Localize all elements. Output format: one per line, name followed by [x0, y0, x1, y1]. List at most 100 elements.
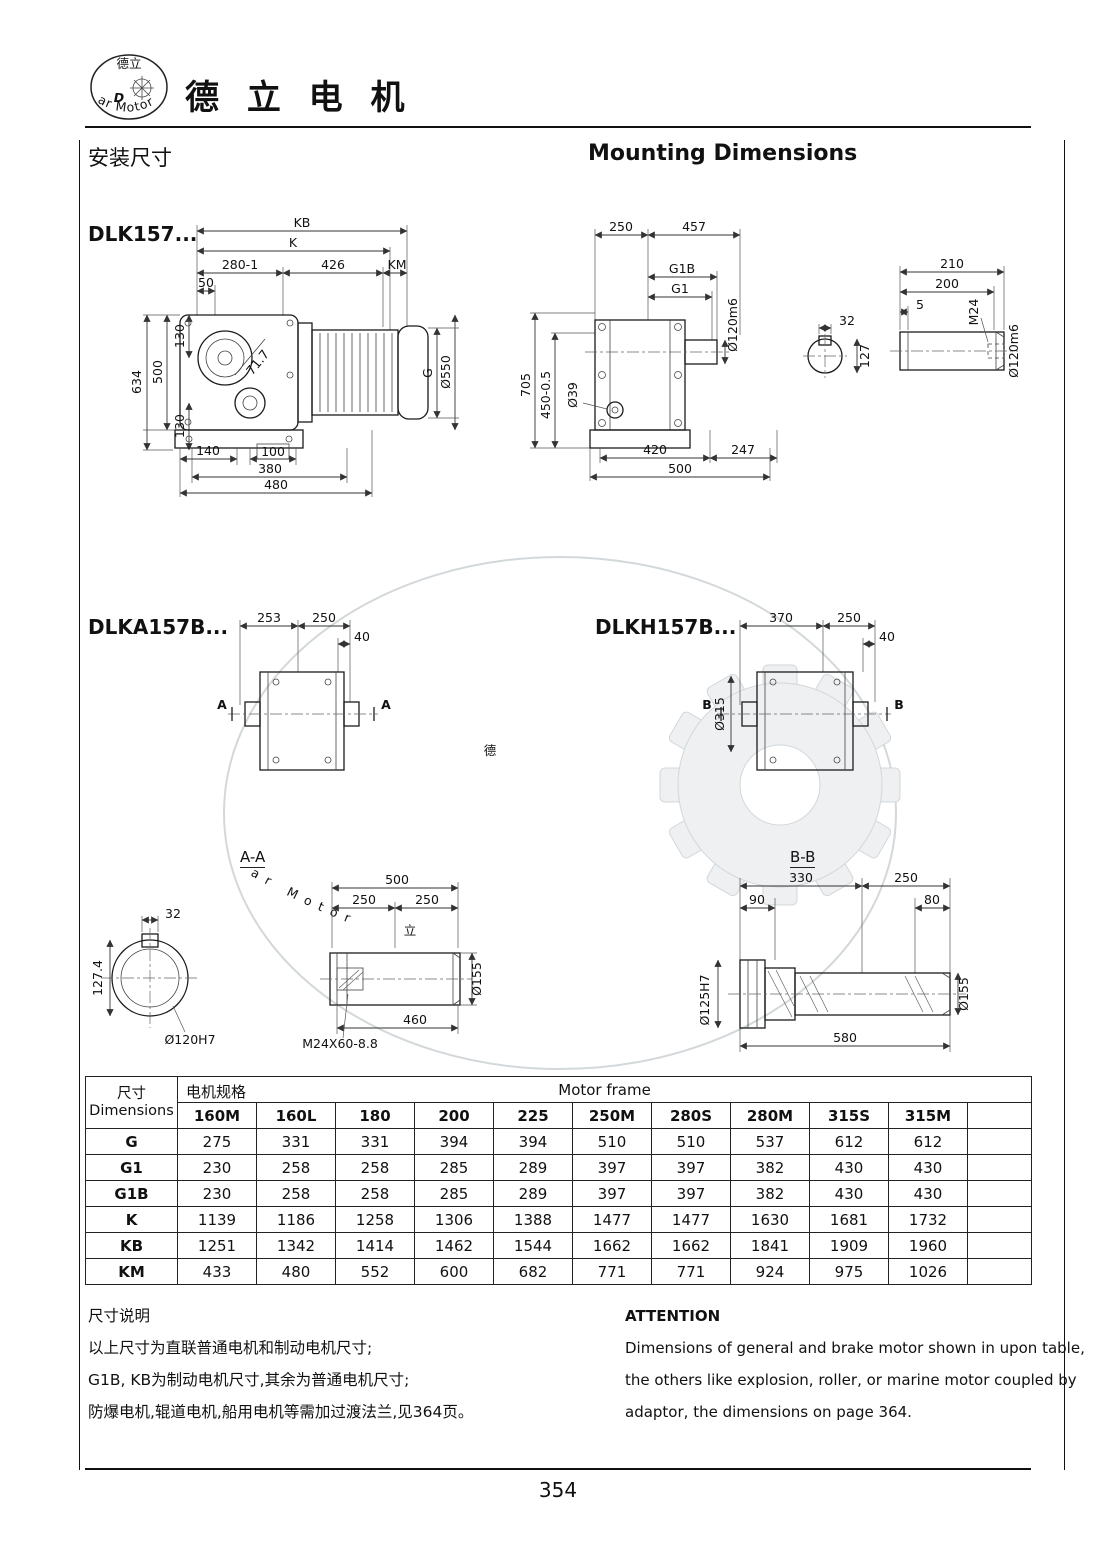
value-cell: 612 [809, 1128, 889, 1155]
value-cell: 430 [809, 1180, 889, 1207]
dlkh157b-drawing: 370 250 40 Ø315 B B [702, 610, 904, 771]
value-cell-empty [966, 1206, 1033, 1233]
value-cell: 612 [888, 1128, 968, 1155]
value-cell: 1186 [256, 1206, 336, 1233]
cut-plane-label: A [217, 697, 227, 712]
value-cell: 397 [651, 1180, 731, 1207]
notes-en-line: adaptor, the dimensions on page 364. [625, 1403, 912, 1421]
value-cell: 258 [335, 1180, 415, 1207]
value-cell: 510 [651, 1128, 731, 1155]
dim-label: 420 [643, 442, 667, 457]
row-label: KB [85, 1232, 178, 1259]
cut-plane-label: A [381, 697, 391, 712]
table-row: K 1139 1186 1258 1306 1388 1477 1477 163… [85, 1206, 1033, 1233]
motor-outline [297, 322, 429, 423]
notes-cn-line: G1B, KB为制动电机尺寸,其余为普通电机尺寸; [88, 1371, 410, 1389]
logo-gear-icon [130, 76, 154, 100]
right-dimensions: G Ø550 [420, 314, 459, 431]
row-label: G [85, 1128, 178, 1155]
housing-outline [585, 319, 730, 449]
value-cell: 275 [177, 1128, 257, 1155]
value-cell-empty [966, 1258, 1033, 1285]
gearbox-outline: 71.7 [174, 314, 304, 449]
value-cell: 230 [177, 1180, 257, 1207]
spec-header-en: Motor frame [558, 1080, 651, 1099]
top-dimensions: 250 457 G1B G1 [594, 219, 741, 301]
value-cell: 771 [572, 1258, 652, 1285]
value-cell: 394 [414, 1128, 494, 1155]
table-row: G1B 230 258 258 285 289 397 397 382 430 … [85, 1180, 1033, 1207]
watermark-char-1: 德 [484, 743, 497, 758]
dim-label: 71.7 [243, 347, 272, 378]
notes-en-line: Dimensions of general and brake motor sh… [625, 1339, 1085, 1357]
dim-label: 500 [150, 360, 165, 384]
shaft-outline [728, 959, 966, 1029]
dim-label: G [420, 368, 435, 378]
dim-label: 127 [857, 344, 872, 368]
value-cell: 682 [493, 1258, 573, 1285]
notes-cn-line: 以上尺寸为直联普通电机和制动电机尺寸; [88, 1339, 373, 1357]
value-cell: 975 [809, 1258, 889, 1285]
extension-lines [239, 620, 351, 705]
dim-label: 250 [894, 870, 918, 885]
dim-label: 705 [518, 373, 533, 397]
col-header: 280S [651, 1102, 731, 1129]
svg-defs [0, 0, 1, 1]
dim-label: 140 [196, 443, 220, 458]
value-cell: 394 [493, 1128, 573, 1155]
value-cell: 1477 [651, 1206, 731, 1233]
dim-label: Ø120m6 [1006, 324, 1021, 378]
dim-label: 40 [879, 629, 895, 644]
value-cell-empty [966, 1180, 1033, 1207]
section-aa-label: A-A [240, 848, 266, 868]
table-row: G1 230 258 258 285 289 397 397 382 430 4… [85, 1154, 1033, 1181]
dimension-table: 尺寸 Dimensions 电机规格 Motor frame 160M 160L… [85, 1076, 1033, 1285]
value-cell: 230 [177, 1154, 257, 1181]
value-cell: 1462 [414, 1232, 494, 1259]
col-header: 160L [256, 1102, 336, 1129]
dim-label: 247 [731, 442, 755, 457]
value-cell: 258 [335, 1154, 415, 1181]
dim-label: 200 [935, 276, 959, 291]
section-bb-label: B-B [790, 848, 816, 868]
value-cell: 331 [256, 1128, 336, 1155]
col-header: 180 [335, 1102, 415, 1129]
dim-label: Ø120m6 [725, 298, 740, 352]
notes-cn-title: 尺寸说明 [88, 1307, 151, 1325]
dim-label: Ø155 [469, 962, 484, 996]
cut-plane-label: B [702, 697, 712, 712]
dim-label: M24 [966, 299, 981, 326]
dlka157b-drawing: 253 250 40 A A [217, 610, 391, 771]
row-label: KM [85, 1258, 178, 1285]
table-row: G 275 331 331 394 394 510 510 537 612 61… [85, 1128, 1033, 1155]
value-cell: 1909 [809, 1232, 889, 1259]
value-cell: 1681 [809, 1206, 889, 1233]
dim-label: 500 [668, 461, 692, 476]
value-cell: 430 [809, 1154, 889, 1181]
dim-label: 500 [385, 872, 409, 887]
page-number: 354 [538, 1478, 578, 1502]
value-cell: 382 [730, 1180, 810, 1207]
value-cell: 1662 [572, 1232, 652, 1259]
section-bb-drawing: 330 250 90 80 Ø155 Ø125H7 580 [697, 870, 971, 1052]
col-header: 315S [809, 1102, 889, 1129]
dim-label: 460 [403, 1012, 427, 1027]
value-cell: 600 [414, 1258, 494, 1285]
motor-frame-header-cell: 电机规格 Motor frame [176, 1076, 1033, 1103]
dlk157-front-view-drawing: KB K 280-1 426 KM 50 634 500 130 130 71.… [129, 215, 459, 497]
dim-label: 457 [682, 219, 706, 234]
value-cell: 289 [493, 1154, 573, 1181]
value-cell: 1544 [493, 1232, 573, 1259]
col-header: 225 [493, 1102, 573, 1129]
model-label-dlk157: DLK157... [88, 222, 198, 246]
dim-label: 210 [940, 256, 964, 271]
col-header: 160M [177, 1102, 257, 1129]
watermark-char-2: 立 [404, 923, 417, 938]
table-columns-row: 160M 160L 180 200 225 250M 280S 280M 315… [86, 1102, 1033, 1129]
company-logo: 德立 D De Li Gear Motor [85, 50, 168, 120]
value-cell: 1388 [493, 1206, 573, 1233]
value-cell: 285 [414, 1180, 494, 1207]
section-aa-drawing: 32 127.4 Ø120H7 500 250 250 Ø155 460 M24… [90, 872, 484, 1051]
dim-label: 90 [749, 892, 765, 907]
